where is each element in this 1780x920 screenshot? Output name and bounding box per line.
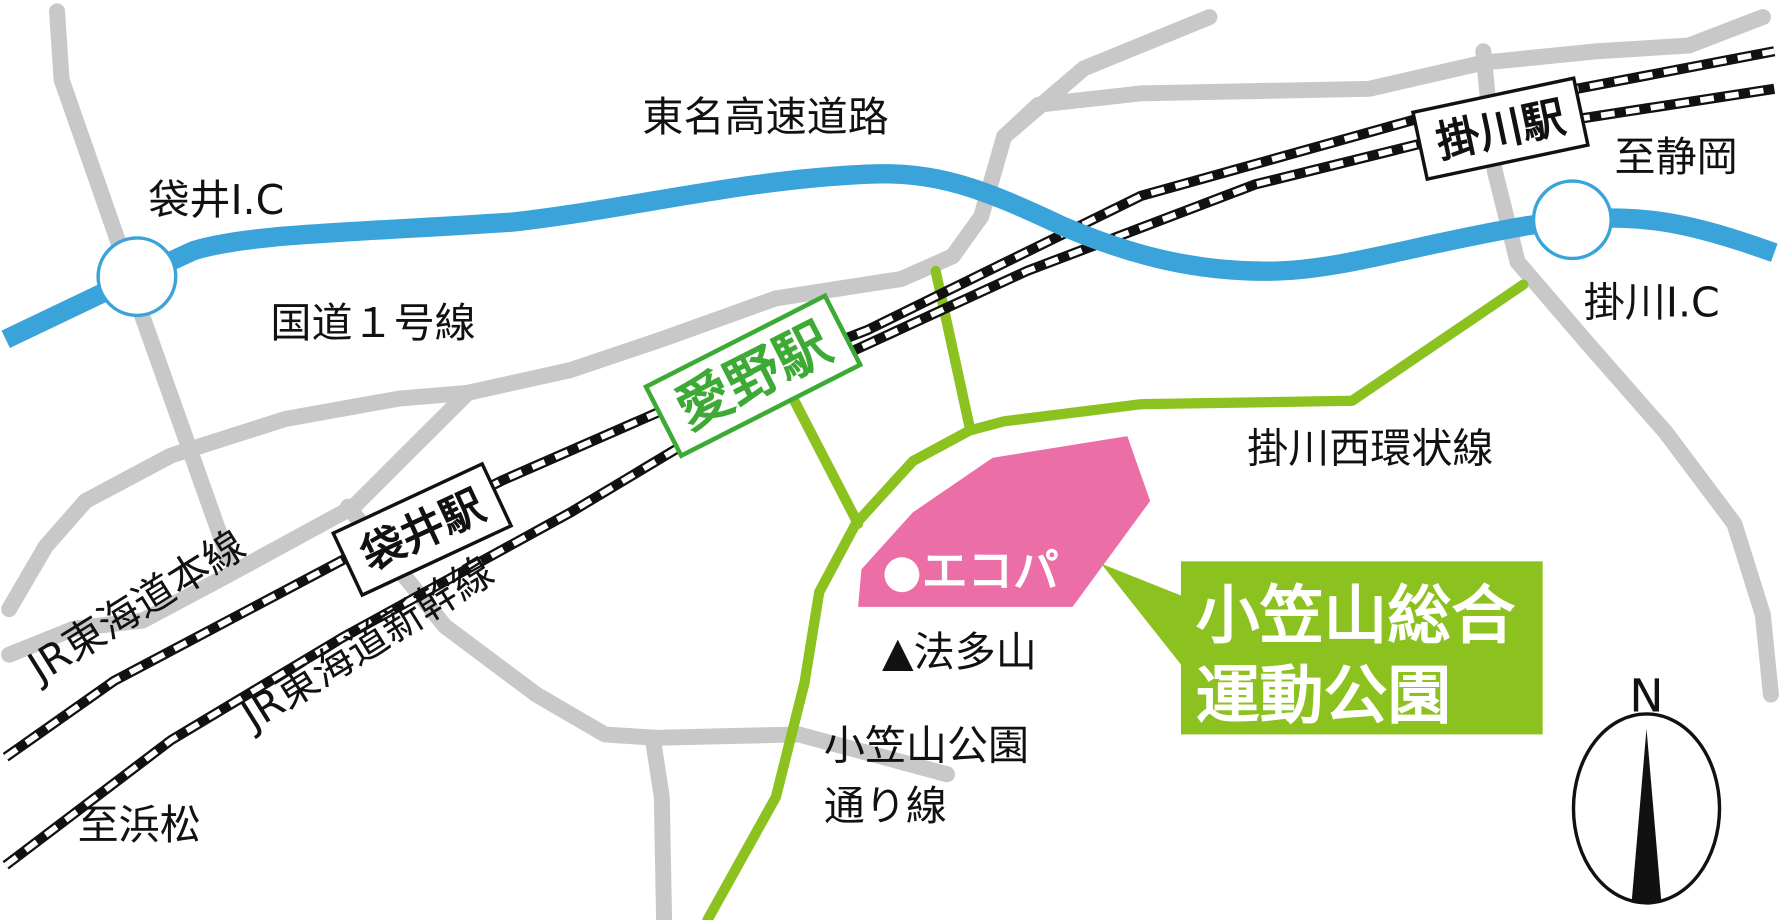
label-kakegawa-west: 掛川西環状線 bbox=[1247, 424, 1493, 472]
road-branch-aino bbox=[782, 382, 864, 529]
station-aino: 愛野駅 bbox=[642, 292, 864, 459]
road-west-branch bbox=[1, 384, 476, 618]
road-diagonal-south bbox=[340, 498, 956, 783]
label-ogasa-road-2: 通り線 bbox=[824, 782, 947, 830]
north-compass: N bbox=[1571, 670, 1722, 905]
fukuroi-ic-marker bbox=[96, 236, 178, 318]
kakegawa-ic-marker bbox=[1531, 179, 1613, 261]
label-expressway: 東名高速道路 bbox=[642, 93, 888, 141]
callout-line2: 運動公園 bbox=[1196, 659, 1452, 733]
gray-roads bbox=[1, 3, 1779, 920]
label-kakegawa-ic: 掛川I.C bbox=[1584, 279, 1720, 327]
road-east bbox=[1475, 43, 1779, 703]
callout-box bbox=[1180, 561, 1543, 735]
label-to-shizuoka: 至静岡 bbox=[1615, 133, 1738, 181]
label-to-hamamatsu: 至浜松 bbox=[78, 801, 201, 849]
label-route1: 国道１号線 bbox=[270, 299, 475, 347]
callout-pointer bbox=[1101, 563, 1187, 672]
label-ogasa-road-1: 小笠山公園 bbox=[824, 721, 1029, 769]
tomei-expressway bbox=[1, 164, 1778, 349]
ecopa-label: ●エコパ bbox=[882, 544, 1059, 597]
callout-line1: 小笠山総合 bbox=[1196, 580, 1516, 654]
label-hattasan: ▲法多山 bbox=[882, 628, 1037, 676]
ecopa-area bbox=[858, 436, 1151, 607]
road-route1 bbox=[1, 9, 1771, 663]
compass-needle-icon bbox=[1631, 728, 1662, 902]
label-fukuroi-ic: 袋井I.C bbox=[148, 176, 284, 224]
road-south bbox=[644, 729, 673, 920]
road-ogasa-park bbox=[702, 279, 1529, 920]
station-kakegawa: 掛川駅 bbox=[1410, 76, 1590, 182]
road-north-branch bbox=[996, 9, 1218, 145]
